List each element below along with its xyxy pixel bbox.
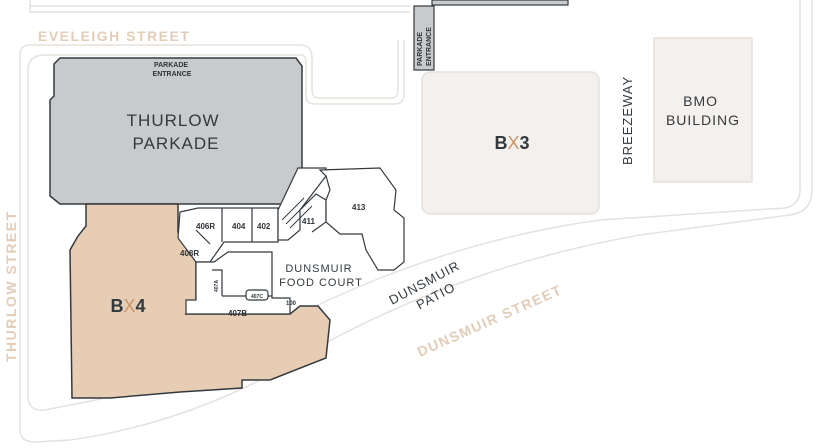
escalator [281, 197, 313, 229]
unit-411: 411 [302, 217, 315, 226]
bx3-logo: BX3 [494, 133, 529, 153]
parkade-entrance-label: PARKADE ENTRANCE [153, 62, 192, 78]
unit-100: 100 [286, 301, 297, 307]
unit-402: 402 [257, 222, 271, 231]
unit-407b: 407B [228, 309, 247, 318]
unit-408r: 408R [180, 249, 199, 258]
thurlow-street-label: THURLOW STREET [3, 210, 19, 362]
bx4-logo: BX4 [110, 296, 145, 316]
unit-406r: 406R [196, 222, 215, 231]
unit-407a: 407A [214, 280, 220, 292]
bmo-building[interactable] [653, 37, 753, 183]
unit-labels: 406R 404 402 408R 411 413 407B 407C 100 … [180, 203, 366, 318]
eveleigh-street-label: EVELEIGH STREET [38, 28, 190, 44]
thurlow-parkade-name: THURLOW PARKADE [127, 111, 226, 153]
breezeway-label: BREEZEWAY [620, 76, 635, 165]
food-court-units [177, 167, 405, 315]
bx3-building[interactable] [421, 71, 600, 215]
unit-404: 404 [232, 222, 246, 231]
north-building-strip [431, 0, 569, 6]
thurlow-parkade[interactable] [49, 57, 303, 205]
parkade-entrance-label-rotated: PARKADE ENTRANCE [417, 27, 433, 66]
unit-413: 413 [352, 203, 366, 212]
bmo-building-name: BMO BUILDING [666, 93, 740, 128]
parkade-entrance-ramp [413, 5, 435, 71]
food-court-label: DUNSMUIR FOOD COURT [279, 263, 363, 289]
unit-407c: 407C [251, 294, 263, 300]
